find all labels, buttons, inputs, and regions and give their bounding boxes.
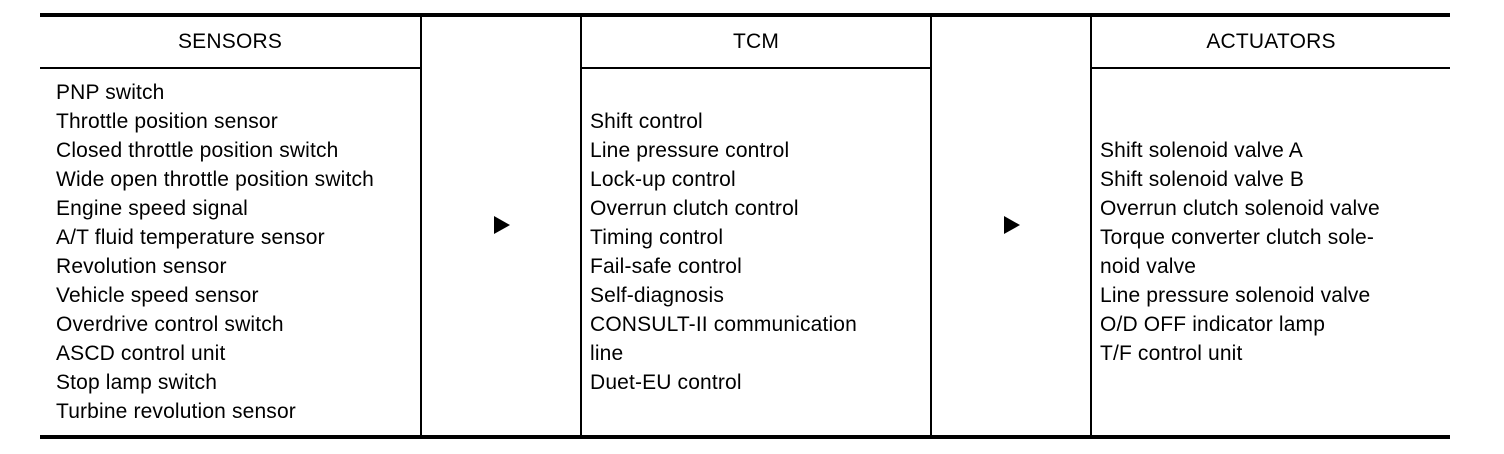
sensor-item: ASCD control unit — [56, 342, 226, 365]
sensor-item: PNP switch — [56, 81, 165, 104]
tcm-item: Timing control — [590, 226, 724, 249]
tcm-item: Line pressure control — [590, 139, 790, 162]
sensor-item: Engine speed signal — [56, 197, 248, 220]
tcm-item: CONSULT-II communication — [590, 313, 857, 336]
tcm-list: Shift control Line pressure control Lock… — [590, 107, 857, 397]
actuator-item: Shift solenoid valve A — [1100, 139, 1303, 162]
actuator-item: Torque converter clutch sole- — [1100, 226, 1374, 249]
actuator-item: Line pressure solenoid valve — [1100, 284, 1371, 307]
sensor-item: A/T fluid temperature sensor — [56, 226, 325, 249]
actuators-header: ACTUATORS — [1206, 30, 1336, 53]
tcm-item: line — [590, 342, 624, 365]
column-divider — [420, 17, 422, 435]
sensor-item: Vehicle speed sensor — [56, 284, 259, 307]
right-triangle-arrow-icon — [1004, 216, 1020, 234]
sensors-header: SENSORS — [177, 30, 283, 53]
actuator-item: Shift solenoid valve B — [1100, 168, 1305, 191]
tcm-item: Duet-EU control — [590, 371, 742, 394]
tcm-item: Overrun clutch control — [590, 197, 799, 220]
sensor-item: Wide open throttle position switch — [56, 168, 374, 191]
sensors-list: PNP switch Throttle position sensor Clos… — [56, 78, 374, 426]
right-triangle-arrow-icon — [494, 216, 510, 234]
flow-table: SENSORS TCM ACTUATORS PNP switch Throttl… — [40, 13, 1450, 439]
actuators-list: Shift solenoid valve A Shift solenoid va… — [1100, 136, 1380, 368]
sensor-item: Overdrive control switch — [56, 313, 284, 336]
tcm-item: Lock-up control — [590, 168, 736, 191]
actuator-item: Overrun clutch solenoid valve — [1100, 197, 1380, 220]
column-divider — [930, 17, 932, 435]
actuator-item: T/F control unit — [1100, 342, 1243, 365]
sensor-item: Turbine revolution sensor — [56, 400, 296, 423]
column-divider — [580, 17, 582, 435]
sensor-item: Closed throttle position switch — [56, 139, 339, 162]
tcm-item: Fail-safe control — [590, 255, 742, 278]
actuator-item: O/D OFF indicator lamp — [1100, 313, 1326, 336]
tcm-item: Self-diagnosis — [590, 284, 725, 307]
tcm-item: Shift control — [590, 110, 703, 133]
header-rule — [40, 67, 420, 69]
tcm-header: TCM — [732, 30, 780, 53]
column-divider — [1090, 17, 1092, 435]
sensor-item: Stop lamp switch — [56, 371, 218, 394]
sensor-item: Revolution sensor — [56, 255, 227, 278]
header-rule — [1092, 67, 1450, 69]
header-rule — [582, 67, 930, 69]
sensor-item: Throttle position sensor — [56, 110, 278, 133]
actuator-item: noid valve — [1100, 255, 1197, 278]
